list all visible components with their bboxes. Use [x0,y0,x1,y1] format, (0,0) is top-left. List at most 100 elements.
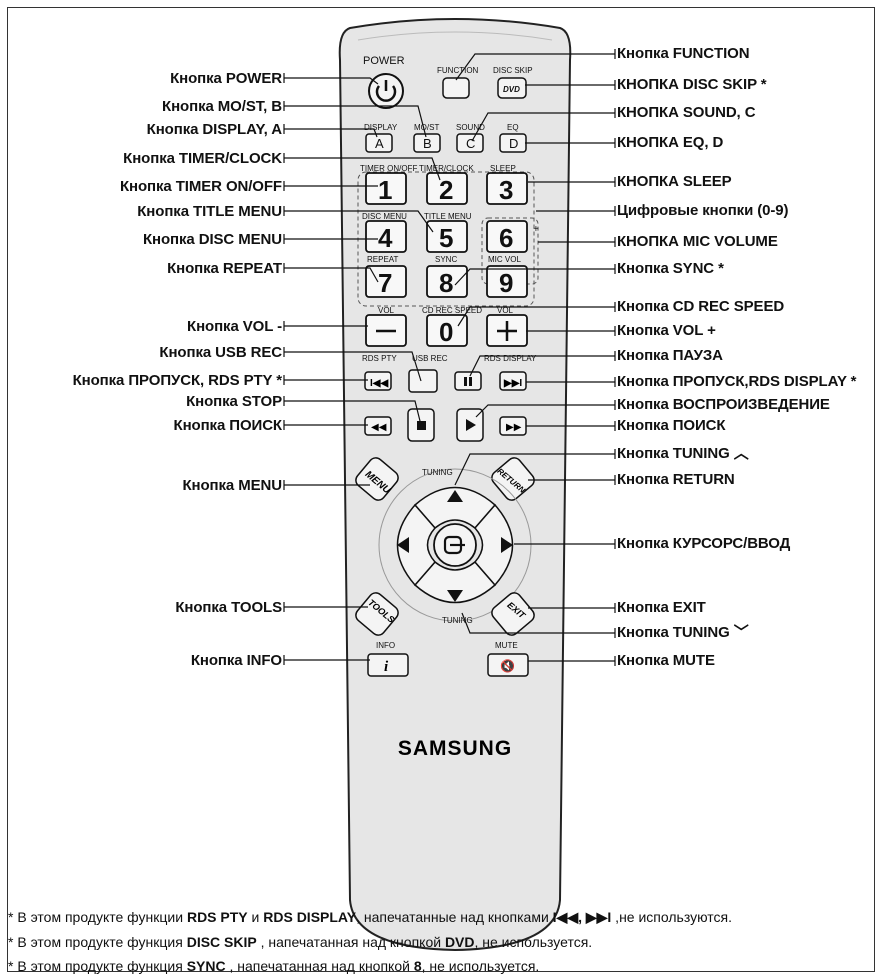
arrow-left-icon [397,537,409,553]
note-text: , напечатанные над кнопками [356,909,553,925]
cd-rec-speed-label: CD REC SPEED [422,306,482,315]
left-leaders [283,73,441,665]
title-menu-label: TITLE MENU [424,212,472,221]
digit-6: 6 [499,223,513,253]
dvd-button[interactable] [497,77,527,99]
display-a-button[interactable] [365,133,393,153]
digit-1: 1 [378,175,392,205]
digit-9-button[interactable] [486,265,528,298]
digit-7: 7 [378,268,392,298]
digit-7-button[interactable] [365,265,407,298]
callout-display: Кнопка DISPLAY, A [146,121,282,138]
mute-button[interactable] [487,653,529,677]
dpad-left-button[interactable] [396,503,436,587]
repeat-label: REPEAT [367,255,399,264]
callout-disc-menu: Кнопка DISC MENU [142,231,282,248]
digit-0-button[interactable] [426,314,468,347]
callout-vol-plus: Кнопка VOL + [617,322,716,339]
usb-rec-button[interactable] [408,369,438,393]
callout-search-left: Кнопка ПОИСК [173,417,283,434]
left-callouts: Кнопка POWER Кнопка MO/ST, B Кнопка DISP… [0,0,282,979]
callout-exit: Кнопка EXIT [617,599,706,616]
callout-mic-volume: КНОПКА MIC VOLUME [617,233,778,250]
callout-cursor-enter: Кнопка КУРСОРС/ВВОД [617,535,791,552]
tuning-down-label: TUNING [442,616,473,625]
tools-button[interactable] [353,590,401,638]
display-label: DISPLAY [364,123,398,132]
callout-disc-skip: КНОПКА DISC SKIP * [617,76,767,93]
sound-c-button[interactable] [456,133,484,153]
callout-digits: Цифровые кнопки (0-9) [617,202,789,219]
digit-8-button[interactable] [426,265,468,298]
digit-9: 9 [499,268,513,298]
pause-button[interactable] [454,371,482,391]
arrow-up-icon [447,490,463,502]
skip-back-icon: I◀◀ [370,378,388,389]
callout-tools: Кнопка TOOLS [175,599,282,616]
return-button[interactable] [489,455,537,503]
skip-forward-icon: ▶▶I [503,378,522,389]
menu-button[interactable] [353,455,401,503]
note-text: , не используется. [421,958,540,974]
exit-button[interactable] [489,590,537,638]
plus-icon [497,321,517,341]
mo-st-label: MO/ST [414,123,439,132]
digit-4: 4 [378,223,393,253]
digit-2: 2 [439,175,453,205]
callout-tuning-down: Кнопка TUNING ﹀ [617,624,749,641]
info-button[interactable] [367,653,409,677]
skip-back-button[interactable] [364,371,392,391]
key-d: D [509,136,518,151]
skip-forward-button[interactable] [499,371,527,391]
digit-1-button[interactable] [365,172,407,205]
callout-function: Кнопка FUNCTION [617,45,750,62]
callout-title-menu: Кнопка TITLE MENU [137,203,282,220]
callout-repeat: Кнопка REPEAT [167,260,282,277]
callout-skip-rds-display: Кнопка ПРОПУСК,RDS DISPLAY * [617,373,857,390]
sleep-label: SLEEP [490,164,516,173]
mic-vol-label: MIC VOL [488,255,521,264]
callout-skip-rds-pty: Кнопка ПРОПУСК, RDS PTY * [72,372,282,389]
function-button[interactable] [442,77,470,99]
key-c: C [466,136,475,151]
search-back-button[interactable] [364,416,392,436]
dpad-right-button[interactable] [474,503,514,587]
callout-play: Кнопка ВОСПРОИЗВЕДЕНИЕ [617,396,830,413]
power-icon [375,80,397,102]
callout-usb-rec: Кнопка USB REC [159,344,282,361]
sync-label: SYNC [435,255,457,264]
digit-6-button[interactable] [486,220,528,253]
callout-timer-clock: Кнопка TIMER/CLOCK [123,150,282,167]
timer-clock-label: TIMER/CLOCK [419,164,474,173]
callout-menu: Кнопка MENU [182,477,282,494]
digit-3-button[interactable] [486,172,528,205]
plus-sign: + [533,224,539,235]
callout-pause: Кнопка ПАУЗА [617,347,723,364]
brand-logo: SAMSUNG [398,737,512,760]
disc-menu-label: DISC MENU [362,212,407,221]
arrow-down-icon [447,590,463,602]
right-leaders [454,49,616,666]
mo-st-b-button[interactable] [413,133,441,153]
footnote-sync: * В этом продукте функция SYNC , напечат… [8,957,539,975]
note-bold: RDS PTY [186,909,248,925]
vol-plus-label: VOL [497,306,514,315]
function-label: FUNCTION [437,66,479,75]
digit-5: 5 [439,223,453,253]
digit-5-button[interactable] [426,220,468,253]
arrow-right-icon [501,537,513,553]
digit-2-button[interactable] [426,172,468,205]
rds-pty-label: RDS PTY [362,354,397,363]
note-text: , напечатанная над кнопкой [256,934,445,950]
callout-tuning-up: Кнопка TUNING ︿ [617,445,749,462]
eq-label: EQ [507,123,519,132]
digit-4-button[interactable] [365,220,407,253]
right-callouts: Кнопка FUNCTION КНОПКА DISC SKIP * КНОПК… [617,0,879,979]
sound-label: SOUND [456,123,485,132]
timer-on-off-label: TIMER ON/OFF [360,164,417,173]
callout-mo-st: Кнопка MO/ST, B [162,98,282,115]
note-bold: RDS DISPLAY [263,909,357,925]
callout-sleep: КНОПКА SLEEP [617,173,732,190]
digit-8: 8 [439,268,453,298]
